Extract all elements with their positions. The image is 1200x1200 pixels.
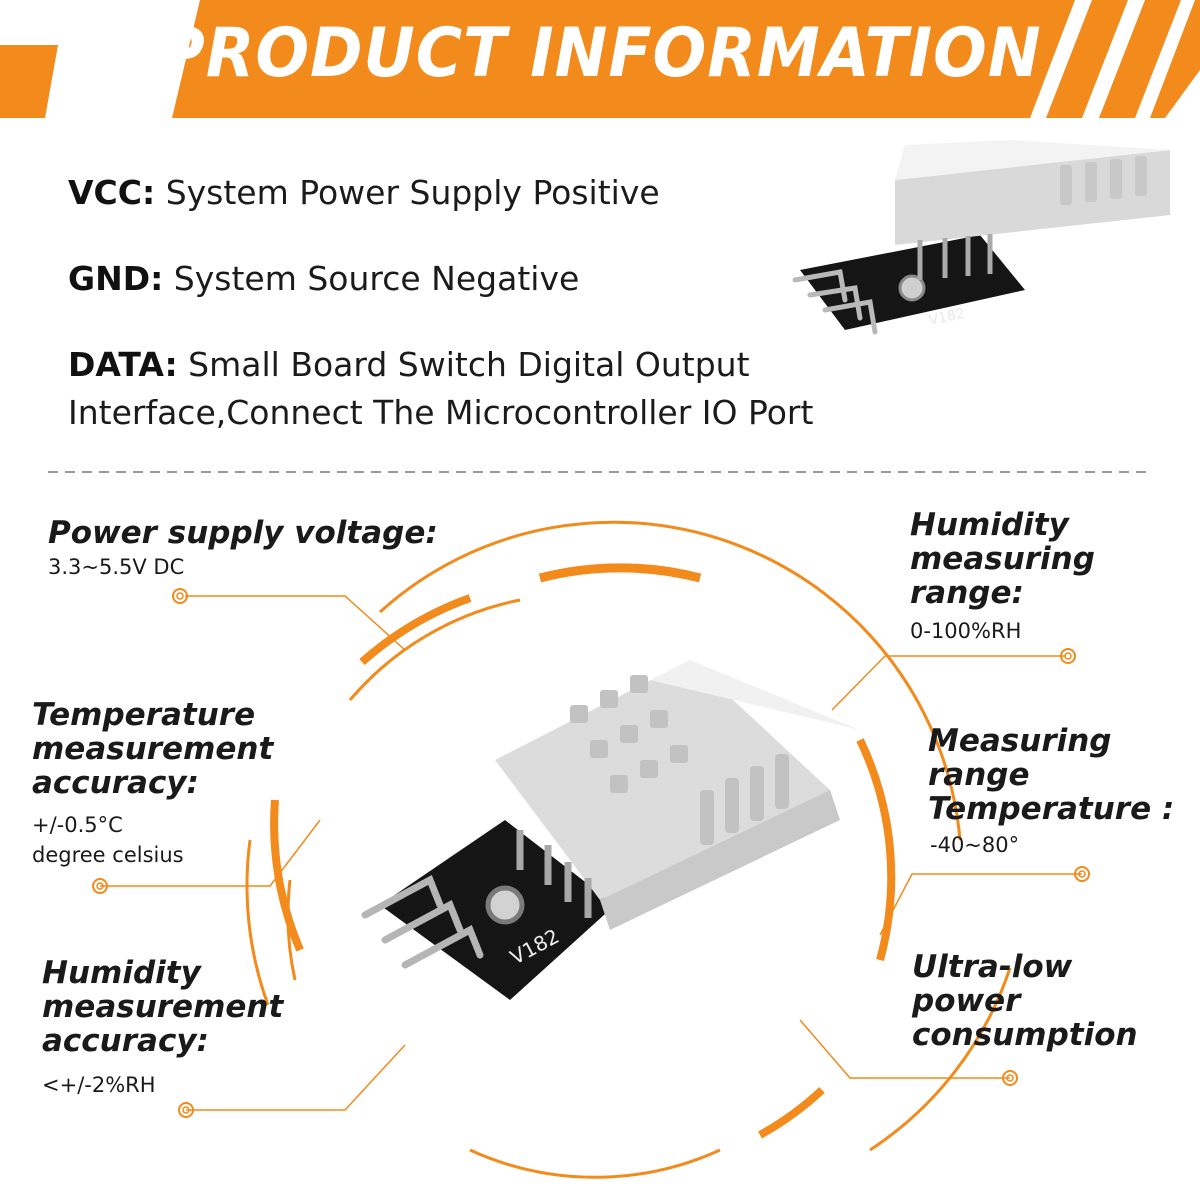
page-title: PRODUCT INFORMATION	[158, 14, 1042, 93]
title-line: consumption	[912, 1017, 1138, 1053]
pin-label: DATA:	[68, 345, 178, 384]
pin-label: GND:	[68, 259, 164, 298]
target-dot	[1060, 648, 1076, 664]
ring-graphics	[245, 520, 1012, 1179]
title-line: measurement	[32, 731, 274, 767]
spec-humidity-range-value: 0-100%RH	[910, 619, 1022, 643]
target-dot	[1006, 1074, 1014, 1082]
target-dot	[172, 588, 188, 604]
target-dot	[182, 1106, 190, 1114]
title-line: range:	[910, 575, 1024, 611]
sensor-body-top	[895, 140, 1170, 180]
inner-arc	[286, 879, 297, 981]
sensor-body-side	[895, 150, 1170, 245]
pin-description: System Source Negative	[173, 259, 580, 298]
title-line: Humidity	[42, 955, 201, 991]
pin-description: System Power Supply Positive	[165, 173, 660, 212]
spec-humidity-accuracy-title: Humidity measurement accuracy:	[42, 956, 283, 1058]
target-dot	[92, 878, 108, 894]
title-line: Temperature :	[928, 791, 1175, 827]
leader-line-power	[185, 595, 406, 651]
target-dot	[1074, 866, 1090, 882]
leader-line-humidity-accuracy	[186, 1044, 406, 1111]
spec-power-supply-title: Power supply voltage:	[48, 515, 438, 551]
target-dot	[96, 882, 104, 890]
header-pins	[792, 269, 878, 335]
sensor-pins	[516, 830, 592, 918]
mounting-hole	[898, 274, 926, 302]
sensor-body-side	[600, 790, 840, 930]
inner-arc-thick	[359, 594, 472, 665]
sensor-grill	[570, 675, 789, 845]
spec-temp-range-title: Measuring range Temperature :	[928, 724, 1174, 826]
title-line: range	[928, 757, 1030, 793]
leader-line-temp-range	[879, 873, 1082, 936]
pin-vcc: VCC: System Power Supply Positive	[68, 170, 660, 216]
banner-stripe-left	[0, 45, 58, 118]
spec-power-supply-value: 3.3~5.5V DC	[48, 555, 185, 579]
header-pins	[361, 875, 484, 969]
banner-stripe	[1046, 0, 1128, 118]
inner-arc	[348, 598, 521, 701]
target-dot	[178, 1102, 194, 1118]
title-line: power	[912, 983, 1021, 1019]
board-marking: V182	[928, 306, 967, 329]
spec-power-consumption-title: Ultra-low power consumption	[912, 950, 1138, 1052]
title-line: Ultra-low	[912, 949, 1073, 985]
target-dot	[1002, 1070, 1018, 1086]
pin-label: VCC:	[68, 173, 156, 212]
sensor-body-top	[495, 660, 860, 760]
title-line: accuracy:	[42, 1023, 209, 1059]
banner-stripe	[1099, 0, 1181, 118]
title-line: Measuring	[928, 723, 1112, 759]
title-line: measuring	[910, 541, 1095, 577]
inner-arc-thick	[856, 738, 896, 962]
value-line: degree celsius	[32, 843, 184, 867]
spec-temp-range-value: -40~80°	[930, 833, 1020, 857]
inner-arc	[469, 1148, 721, 1179]
target-dot	[176, 592, 184, 600]
inner-arc-thick	[538, 563, 702, 583]
pin-data: DATA: Small Board Switch Digital Output	[68, 342, 750, 388]
target-dot	[1064, 652, 1072, 660]
sensor-image-large: V182	[361, 660, 860, 1000]
sensor-pins	[917, 234, 993, 280]
banner-stripe	[1150, 0, 1200, 118]
sensor-grill	[1060, 156, 1147, 205]
pin-data-continued: Interface,Connect The Microcontroller IO…	[68, 393, 814, 432]
inner-arc-thick	[270, 799, 304, 952]
sensor-image-small: V182	[792, 140, 1170, 335]
pin-gnd: GND: System Source Negative	[68, 256, 579, 302]
inner-arc-thick	[758, 1087, 825, 1139]
mounting-hole	[485, 885, 525, 925]
leader-line-consumption	[799, 1019, 1010, 1079]
leader-line-temp-accuracy	[100, 819, 321, 887]
target-dot	[1078, 870, 1086, 878]
leader-lines	[100, 595, 1082, 1111]
target-dots	[92, 588, 1090, 1118]
value-line: +/-0.5°C	[32, 813, 123, 837]
spec-humidity-range-title: Humidity measuring range:	[910, 508, 1095, 610]
outer-ring	[378, 520, 962, 841]
spec-temp-accuracy-title: Temperature measurement accuracy:	[32, 698, 273, 800]
leader-line-humidity-range	[831, 655, 1066, 711]
outer-ring	[869, 967, 1012, 1152]
title-banner	[172, 0, 1075, 118]
title-line: Temperature	[32, 697, 256, 733]
title-line: accuracy:	[32, 765, 199, 801]
title-line: Humidity	[910, 507, 1069, 543]
outer-ring	[245, 839, 270, 1006]
pin-description: Small Board Switch Digital Output	[188, 345, 750, 384]
spec-temp-accuracy-value: +/-0.5°C degree celsius	[32, 810, 184, 870]
title-line: measurement	[42, 989, 284, 1025]
spec-humidity-accuracy-value: <+/-2%RH	[42, 1073, 156, 1097]
